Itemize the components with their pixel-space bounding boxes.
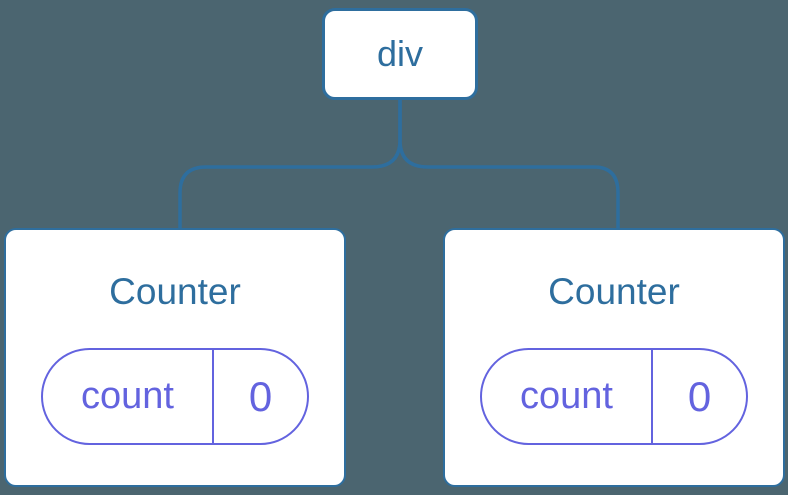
root-node-label: div bbox=[376, 33, 424, 74]
state-key-label: count bbox=[81, 375, 174, 417]
counter-node-left: Counter count 0 bbox=[4, 228, 346, 487]
state-value-cell: 0 bbox=[653, 350, 746, 443]
connector-left-branch bbox=[178, 98, 402, 231]
counter-node-right-title: Counter bbox=[548, 271, 680, 312]
state-value: 0 bbox=[687, 372, 712, 420]
counter-node-left-title: Counter bbox=[109, 271, 241, 312]
state-key-label: count bbox=[520, 375, 613, 417]
state-value-cell: 0 bbox=[214, 350, 307, 443]
root-node-div: div bbox=[322, 8, 478, 100]
state-value: 0 bbox=[248, 372, 273, 420]
connector-right-branch bbox=[398, 98, 620, 231]
counter-node-right-state-pill: count 0 bbox=[480, 348, 748, 445]
counter-node-left-state-pill: count 0 bbox=[41, 348, 309, 445]
counter-node-right: Counter count 0 bbox=[443, 228, 785, 487]
state-key-cell: count bbox=[43, 350, 214, 443]
state-key-cell: count bbox=[482, 350, 653, 443]
